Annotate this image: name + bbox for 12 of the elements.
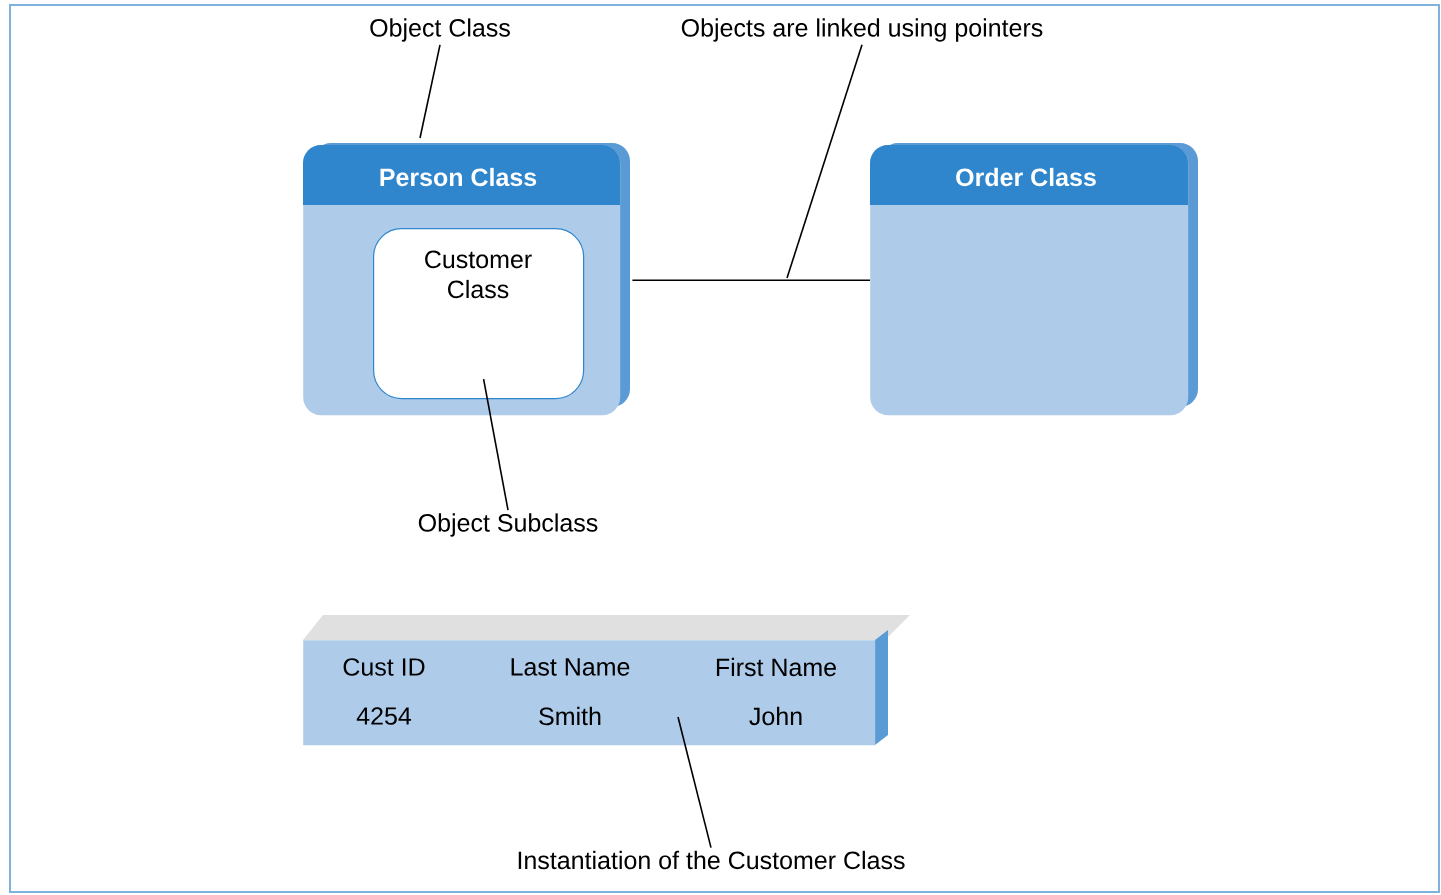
callout-text: Object Subclass bbox=[418, 513, 598, 537]
leader-line bbox=[482, 378, 509, 511]
callout-text: Instantiation of the Customer Class bbox=[518, 850, 905, 870]
callout-text: Object Class bbox=[370, 18, 510, 42]
instance-table: Cust ID Last Name First Name 4254 Smith John bbox=[303, 615, 910, 746]
leader-line bbox=[677, 716, 712, 849]
subclass-box: Customer Class bbox=[373, 228, 585, 400]
connector-line bbox=[631, 279, 871, 281]
leader-line bbox=[786, 44, 863, 279]
leader-line bbox=[419, 44, 441, 139]
class-box: Order Class bbox=[870, 143, 1198, 416]
callout-text: Objects are linked using pointers bbox=[681, 18, 1043, 42]
